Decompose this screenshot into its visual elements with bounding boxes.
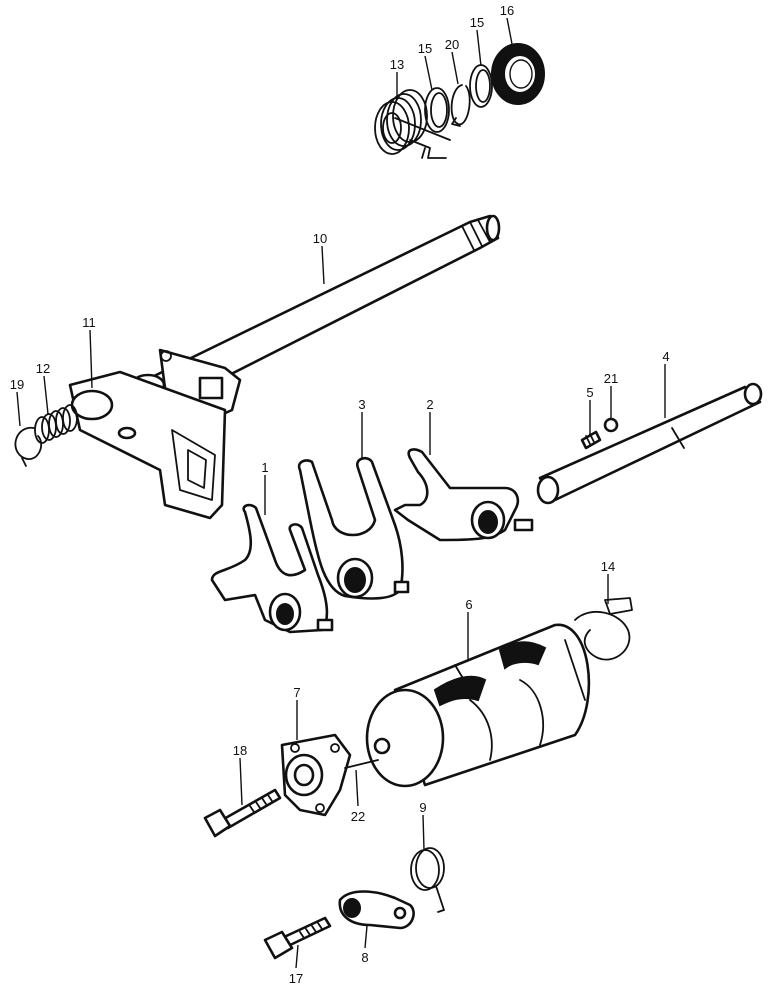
oil-seal-16: [491, 43, 545, 105]
shift-drum-6: [365, 623, 591, 788]
callout-13: 13: [390, 57, 404, 72]
callout-labels: 1 2 3 4 5 6 7 8 9 10 11 12 13 14 15 15 1…: [10, 3, 670, 986]
spring-12: [34, 404, 78, 444]
callout-15a: 15: [418, 41, 432, 56]
washer-15a: [424, 87, 450, 133]
callout-9: 9: [419, 800, 426, 815]
callout-18: 18: [233, 743, 247, 758]
shift-fork-3: [297, 456, 410, 600]
callout-2: 2: [426, 397, 433, 412]
drum-center-7: [280, 733, 352, 817]
callout-11: 11: [82, 315, 96, 330]
shift-fork-2: [393, 448, 534, 542]
callout-21: 21: [604, 371, 618, 386]
hex-bolt-18: [203, 788, 282, 838]
washer-15b: [469, 64, 493, 108]
gearshift-arm-plate-11: [68, 370, 227, 520]
callout-7: 7: [293, 685, 300, 700]
spindle-arm-bracket: [158, 348, 242, 422]
callout-3: 3: [358, 397, 365, 412]
callout-19: 19: [10, 377, 24, 392]
snap-ring-20: [450, 84, 471, 127]
callout-20: 20: [445, 37, 459, 52]
fork-shaft-4: [536, 382, 763, 505]
shift-fork-1: [210, 503, 334, 634]
callout-5: 5: [586, 385, 593, 400]
callout-22: 22: [351, 809, 365, 824]
leader-lines: [16, 17, 666, 969]
callout-10: 10: [313, 231, 327, 246]
steel-ball-21: [603, 417, 619, 433]
pin-5: [580, 430, 602, 450]
callout-17: 17: [289, 971, 303, 986]
stopper-plate-8: [338, 890, 415, 930]
callout-15b: 15: [470, 15, 484, 30]
dowel-pin-22: [344, 759, 379, 769]
callout-12: 12: [36, 361, 50, 376]
callout-16: 16: [500, 3, 514, 18]
snap-ring-19: [14, 427, 43, 467]
callout-6: 6: [465, 597, 472, 612]
return-spring-13: [374, 89, 451, 159]
callout-1: 1: [261, 460, 268, 475]
callout-8: 8: [361, 950, 368, 965]
callout-4: 4: [662, 349, 669, 364]
stopper-spring-9: [410, 847, 445, 913]
callout-14: 14: [601, 559, 615, 574]
hex-bolt-17: [263, 916, 332, 960]
stopper-spring-14: [574, 597, 633, 661]
